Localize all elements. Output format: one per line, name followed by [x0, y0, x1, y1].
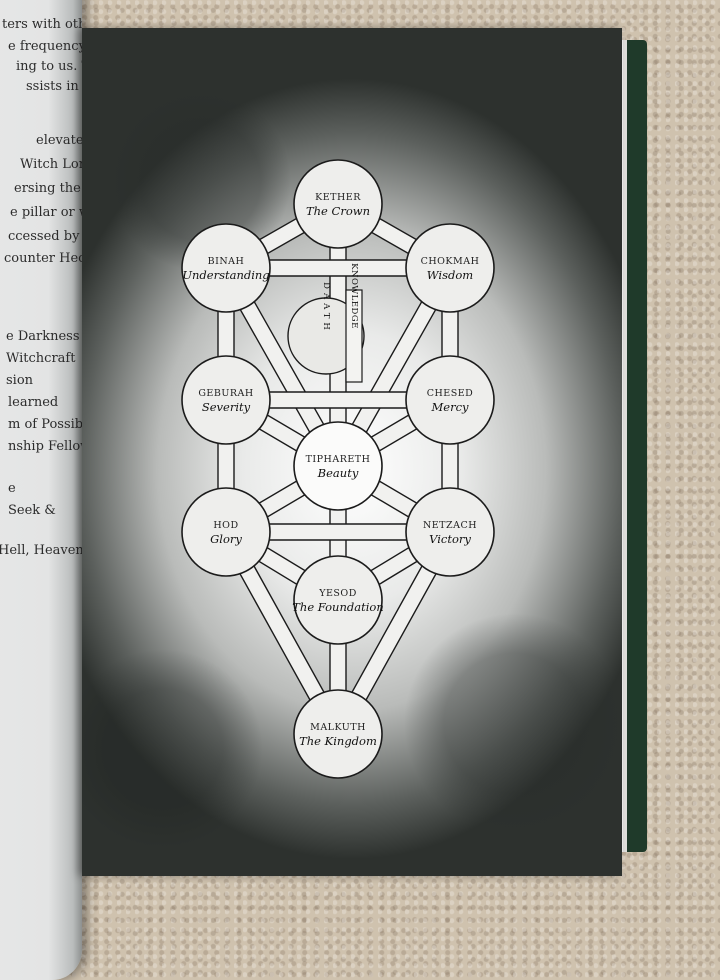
left-page-text: n their eyeters with other guidee freque…	[0, 0, 82, 940]
left-page-line: ters with other guide	[2, 17, 82, 32]
sephirah-name: HOD	[213, 520, 238, 531]
sephirah-title: Glory	[210, 532, 242, 546]
sephirah-name: MALKUTH	[310, 722, 366, 733]
left-page-line: Hell, Heaven & Earth.	[0, 543, 82, 558]
sephirah-title: The Crown	[306, 204, 370, 218]
sephirah-name: BINAH	[208, 256, 245, 267]
daath-circle	[287, 297, 365, 375]
sephirah-title: Severity	[202, 400, 251, 414]
sephirah-title: Wisdom	[427, 268, 473, 282]
left-page-line: e pillar or whether we	[10, 205, 82, 220]
sephirah-name: YESOD	[318, 588, 357, 599]
sephirah-name: CHESED	[427, 388, 474, 399]
left-page-line: e Darkness to Her	[6, 329, 82, 344]
sephirah-circle	[181, 223, 271, 313]
knowledge-label: KNOWLEDGE	[349, 263, 359, 329]
daath-label: DAATH	[321, 282, 331, 334]
sephirah-circle	[405, 487, 495, 577]
left-page-line: e	[8, 481, 16, 496]
left-page-line: counter Hecate.	[4, 251, 82, 266]
sephirah-title: Mercy	[430, 400, 469, 414]
sephirah-title: The Foundation	[292, 600, 383, 614]
left-page-line: e frequency at which	[8, 39, 82, 54]
sephirah-circle	[293, 689, 383, 779]
left-page-line: ersing the paths of the	[14, 181, 82, 196]
left-book-page: n their eyeters with other guidee freque…	[0, 0, 82, 980]
left-page-line: ccessed by the gate of	[8, 229, 82, 244]
sephirah-circle	[405, 355, 495, 445]
sephirah-name: NETZACH	[423, 520, 477, 531]
sephirah-title: The Kingdom	[299, 734, 377, 748]
sephirah-title: Beauty	[317, 466, 359, 480]
sephirah-name: TIPHARETH	[306, 454, 371, 465]
left-page-line: ssists in human incarn	[26, 79, 82, 94]
left-page-line: m of Possibilities	[8, 417, 82, 432]
sephirah-circle	[181, 355, 271, 445]
left-page-line: Seek &	[8, 503, 56, 518]
sephirah-name: CHOKMAH	[421, 256, 480, 267]
left-page-line: sion	[6, 373, 34, 388]
sephirah-circle	[293, 421, 383, 511]
sephirah-circle	[181, 487, 271, 577]
left-page-line: nship Fellow Traveller	[8, 439, 82, 454]
sephirah-circle	[293, 555, 383, 645]
left-page-line: Witchcraft	[6, 351, 76, 366]
knowledge-bar	[345, 289, 363, 383]
sephirah-title: Victory	[429, 532, 471, 546]
left-page-line: ing to us. The gate	[16, 59, 82, 74]
left-page-line: learned	[8, 395, 59, 410]
sephirah-circle	[293, 159, 383, 249]
sephirah-name: KETHER	[315, 192, 361, 203]
sephirah-circle	[405, 223, 495, 313]
sephirah-name: GEBURAH	[198, 388, 253, 399]
left-page-line: elevated to the consc	[36, 133, 82, 148]
sephirah-title: Understanding	[182, 268, 269, 282]
